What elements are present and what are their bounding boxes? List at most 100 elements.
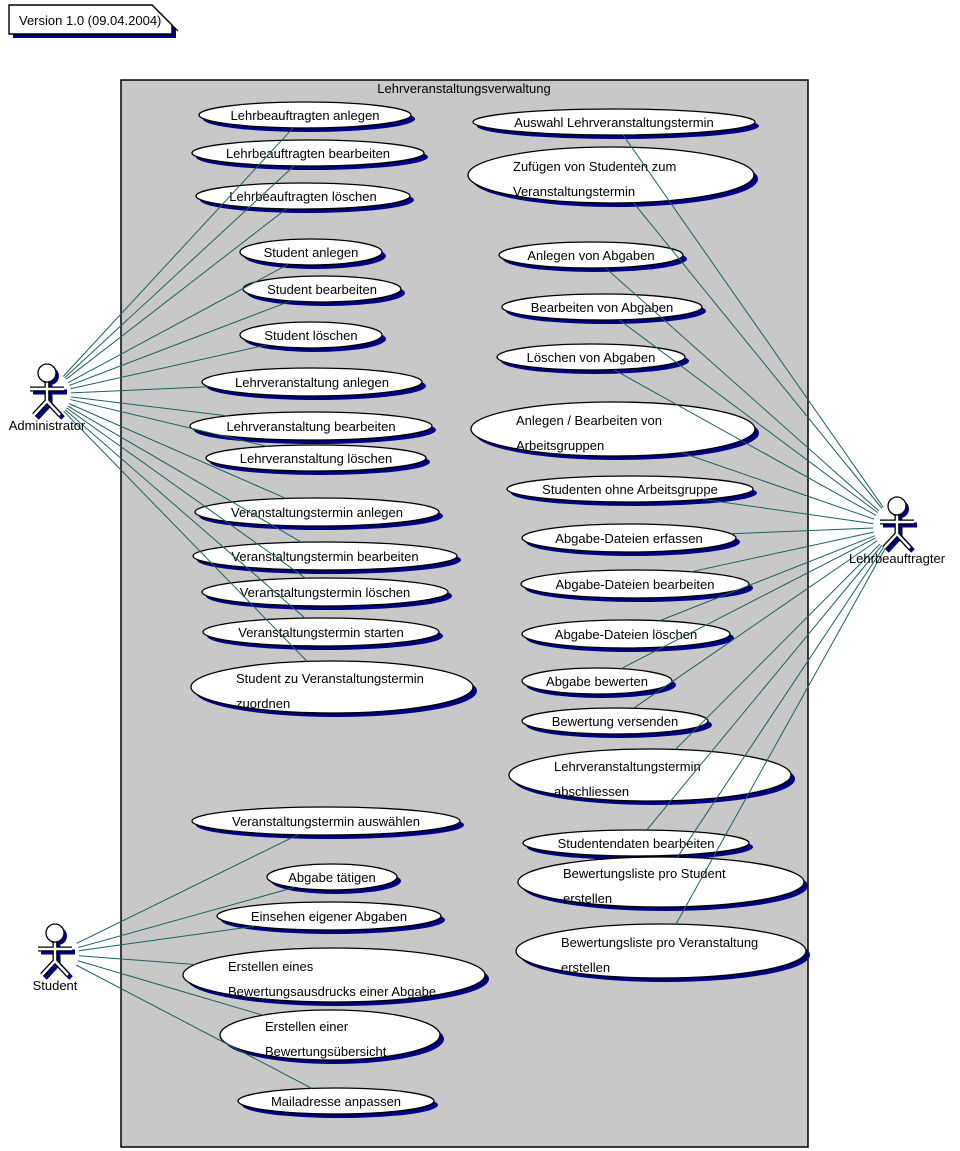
usecase-lehrveranstaltung-loeschen: Lehrveranstaltung löschen [205, 444, 430, 475]
usecase-ellipse [508, 748, 792, 802]
usecase-label: Abgabe-Dateien bearbeiten [555, 577, 714, 592]
usecase-label-line: Lehrveranstaltungstermin [554, 759, 701, 774]
usecase-ellipse [521, 523, 737, 553]
usecase-ellipse [520, 569, 750, 599]
usecase-label: Lehrveranstaltung bearbeiten [226, 419, 395, 434]
usecase-student-zu-veranstaltungstermin-zuordnen: Student zu Veranstaltungstermin zuordnen [190, 660, 477, 717]
actor-head [887, 496, 907, 516]
usecase-ellipse [202, 617, 440, 647]
usecase-label-line: Erstellen eines [228, 959, 314, 974]
usecase-label: Studenten ohne Arbeitsgruppe [542, 482, 718, 497]
association-administrator--veranstaltungstermin-anlegen [68, 403, 287, 499]
usecase-ellipse [182, 947, 486, 1003]
usecase-veranstaltungstermin-auswaehlen: Veranstaltungstermin auswählen [191, 806, 464, 839]
usecase-bearbeiten-von-abgaben: Bearbeiten von Abgaben [501, 293, 706, 324]
usecase-studenten-ohne-arbeitsgruppe: Studenten ohne Arbeitsgruppe [506, 475, 757, 506]
association-administrator--veranstaltungstermin-loeschen [66, 407, 306, 579]
association-administrator--lehrveranstaltung-bearbeiten [70, 396, 228, 417]
usecase-label: Mailadresse anpassen [271, 1094, 401, 1109]
association-lehrbeauftragter--studentendaten-bearbeiten [646, 545, 883, 831]
usecase-ellipse [195, 182, 411, 210]
usecase-ellipse [191, 806, 461, 836]
association-student--mailadresse-anpassen [76, 964, 313, 1089]
association-administrator--lehrveranstaltung-anlegen [70, 386, 209, 394]
usecase-label-line: abschliessen [554, 784, 629, 799]
usecase-label: Löschen von Abgaben [527, 350, 656, 365]
usecase-label-line: zuordnen [236, 696, 290, 711]
usecase-label-line: Bewertungsliste pro Student [563, 866, 726, 881]
usecase-label: Student anlegen [264, 245, 359, 260]
association-lehrbeauftragter--auswahl-lehrveranstaltungstermin [622, 134, 884, 508]
usecase-ellipse [198, 101, 412, 129]
actor-limb [41, 960, 56, 976]
association-student--abgabe-taetigen [77, 887, 295, 949]
usecase-label-line: Veranstaltungstermin [513, 184, 635, 199]
usecase-label: Anlegen von Abgaben [527, 248, 654, 263]
usecase-ellipse [472, 108, 756, 136]
usecase-label-line: Anlegen / Bearbeiten von [516, 413, 662, 428]
usecase-bewertung-versenden: Bewertung versenden [521, 707, 712, 738]
actor-lehrbeauftragter: Lehrbeauftragter [849, 496, 946, 566]
usecase-ellipse [201, 367, 423, 397]
usecase-label: Abgabe tätigen [288, 870, 375, 885]
usecase-ellipse [239, 321, 383, 349]
usecase-veranstaltungstermin-starten: Veranstaltungstermin starten [202, 617, 443, 650]
usecase-label-line: Bewertungsliste pro Veranstaltung [561, 935, 758, 950]
association-administrator--veranstaltungstermin-bearbeiten [67, 405, 302, 543]
usecase-ellipse [201, 577, 449, 607]
usecase-ellipse [517, 856, 805, 908]
usecase-label: Veranstaltungstermin bearbeiten [231, 549, 418, 564]
usecase-ellipse [521, 619, 731, 649]
usecase-ellipse [506, 475, 754, 503]
usecase-label-line: Zufügen von Studenten zum [513, 159, 676, 174]
actor-limb [46, 400, 61, 416]
usecase-label: Lehrveranstaltung löschen [240, 451, 393, 466]
usecase-label-line: Student zu Veranstaltungstermin [236, 671, 424, 686]
usecase-ellipse [219, 1009, 441, 1061]
association-lehrbeauftragter--bewertung-versenden [633, 540, 878, 709]
association-lehrbeauftragter--bewertungsliste-pro-veranstaltung [675, 547, 886, 925]
usecase-lehrbeauftragten-bearbeiten: Lehrbeauftragten bearbeiten [191, 139, 428, 170]
usecase-label-line: Bewertungsausdrucks einer Abgabe [228, 984, 436, 999]
usecase-label: Abgabe-Dateien erfassen [555, 531, 702, 546]
usecase-ellipse [501, 293, 703, 321]
usecase-ellipse [189, 411, 433, 441]
usecase-mailadresse-anpassen: Mailadresse anpassen [237, 1087, 438, 1118]
usecase-label: Abgabe-Dateien löschen [555, 627, 697, 642]
association-lehrbeauftragter--anlegen-von-abgaben [605, 267, 880, 512]
association-lehrbeauftragter--loeschen-von-abgaben [613, 369, 877, 516]
actor-limb [54, 960, 69, 976]
usecase-student-anlegen: Student anlegen [239, 238, 386, 269]
usecase-ellipse [521, 707, 709, 735]
actor-student: Student [33, 923, 78, 993]
association-administrator--veranstaltungstermin-starten [64, 409, 306, 619]
usecase-label: Lehrbeauftragten bearbeiten [226, 146, 390, 161]
actor-limb [896, 533, 911, 549]
usecase-ellipse [237, 1087, 435, 1115]
actor-head [45, 923, 65, 943]
usecase-abgabe-dateien-bearbeiten: Abgabe-Dateien bearbeiten [520, 569, 753, 602]
usecase-label: Lehrbeauftragten löschen [229, 189, 376, 204]
usecase-label: Veranstaltungstermin auswählen [232, 814, 420, 829]
association-administrator--lehrveranstaltung-loeschen [70, 399, 268, 447]
association-student--einsehen-eigener-abgaben [78, 925, 255, 952]
usecase-lehrveranstaltung-bearbeiten: Lehrveranstaltung bearbeiten [189, 411, 436, 444]
usecase-abgabe-taetigen: Abgabe tätigen [266, 863, 401, 894]
usecase-abgabe-dateien-erfassen: Abgabe-Dateien erfassen [521, 523, 740, 556]
usecase-ellipse [470, 401, 756, 457]
usecase-lehrbeauftragten-anlegen: Lehrbeauftragten anlegen [198, 101, 415, 132]
association-administrator--lehrbeauftragten-bearbeiten [64, 165, 295, 379]
usecase-lehrbeauftragten-loeschen: Lehrbeauftragten löschen [195, 182, 414, 213]
usecase-ellipse [515, 923, 807, 979]
usecase-veranstaltungstermin-anlegen: Veranstaltungstermin anlegen [194, 497, 443, 530]
usecase-label: Bearbeiten von Abgaben [531, 300, 673, 315]
association-lehrbeauftragter--abgabe-dateien-bearbeiten [690, 531, 874, 573]
association-lehrbeauftragter--studenten-ohne-arbeitsgruppe [703, 498, 874, 525]
version-note: Version 1.0 (09.04.2004) [8, 4, 179, 38]
association-administrator--lehrbeauftragten-loeschen [65, 208, 287, 380]
association-lehrbeauftragter--anlegen-bearbeiten-arbeitsgruppen [681, 452, 875, 520]
association-student--erstellen-bewertungsuebersicht [77, 960, 263, 1016]
usecase-label: Studentendaten bearbeiten [558, 836, 715, 851]
